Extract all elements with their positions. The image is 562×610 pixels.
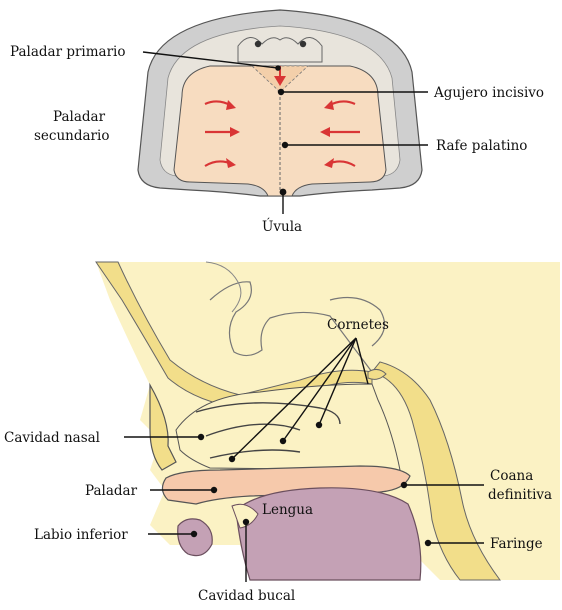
label-lengua: Lengua <box>262 502 313 518</box>
label-paladar-secundario-1: Paladar <box>53 109 106 125</box>
label-paladar-secundario-2: secundario <box>34 128 109 144</box>
label-labio-inferior: Labio inferior <box>34 527 128 543</box>
label-uvula: Úvula <box>262 218 302 235</box>
notch-dot-right <box>300 41 306 47</box>
label-paladar-primario: Paladar primario <box>10 44 126 60</box>
label-cavidad-nasal: Cavidad nasal <box>4 430 100 446</box>
label-cavidad-bucal: Cavidad bucal <box>198 588 295 604</box>
palate-diagram: Paladar primario Paladar secundario Aguj… <box>10 10 544 235</box>
label-paladar: Paladar <box>85 483 138 499</box>
label-rafe-palatino: Rafe palatino <box>436 138 527 154</box>
label-coana-2: definitiva <box>488 487 552 503</box>
primary-palate-notch <box>238 37 322 62</box>
label-coana-1: Coana <box>490 468 533 484</box>
sagittal-diagram: Cornetes Cavidad nasal Paladar Labio inf… <box>4 262 560 604</box>
label-agujero-incisivo: Agujero incisivo <box>433 85 544 101</box>
label-faringe: Faringe <box>490 536 543 552</box>
notch-dot-left <box>255 41 261 47</box>
label-cornetes: Cornetes <box>327 317 389 333</box>
